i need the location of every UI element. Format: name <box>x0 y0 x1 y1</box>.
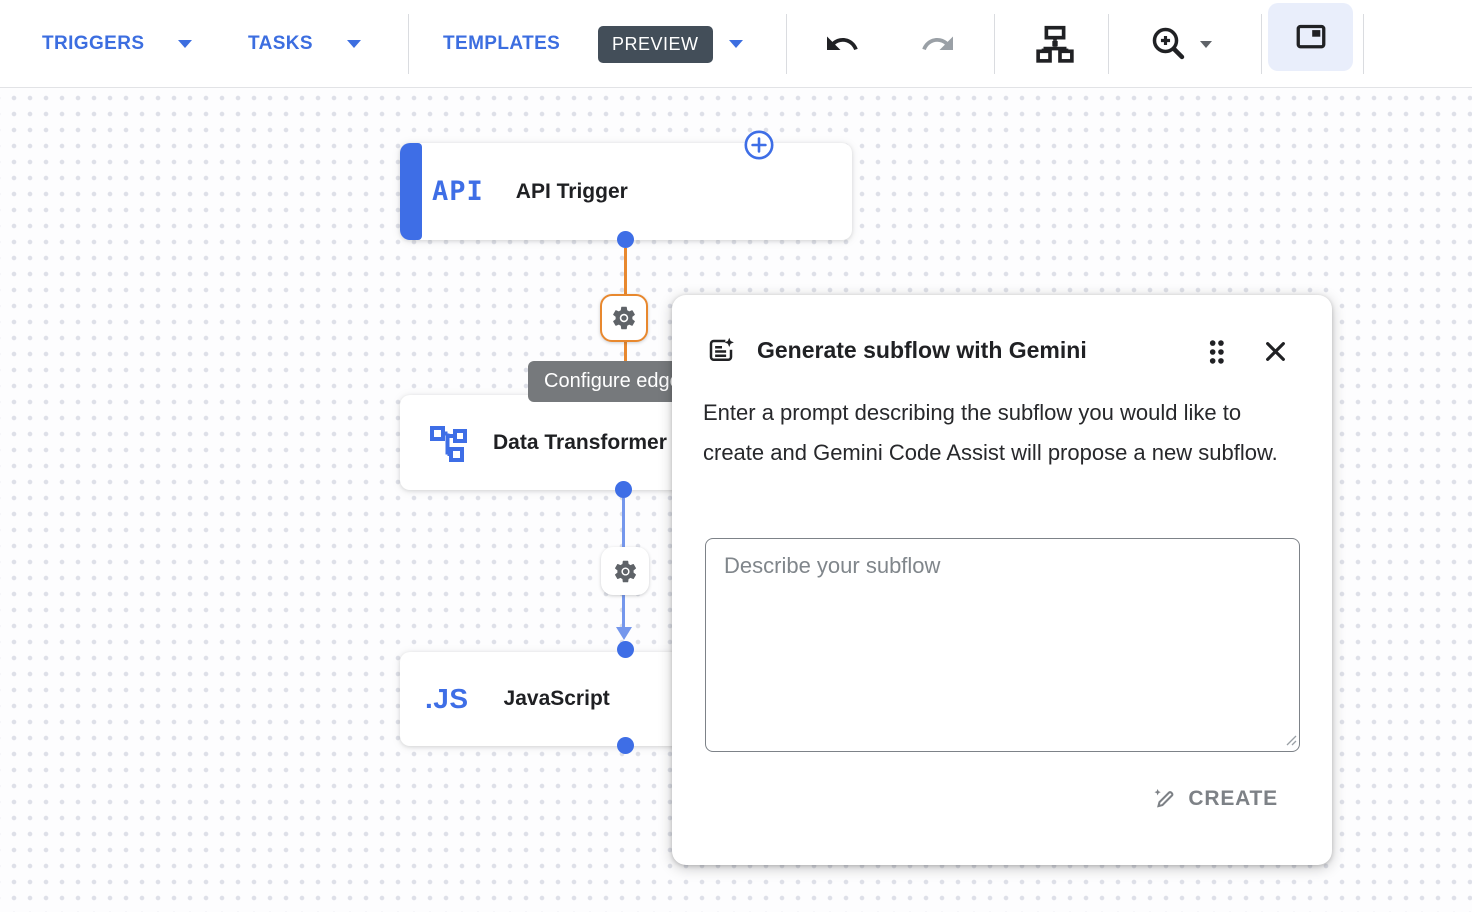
data-transformer-icon <box>430 425 467 462</box>
sitemap-icon <box>1036 25 1074 63</box>
drag-handle[interactable] <box>1205 338 1228 366</box>
node-api-trigger[interactable]: API API Trigger <box>400 143 852 240</box>
triggers-caret[interactable] <box>178 0 192 88</box>
triggers-label: TRIGGERS <box>42 33 145 54</box>
templates-caret[interactable] <box>729 0 743 88</box>
magic-pen-icon <box>1154 789 1174 808</box>
undo-icon <box>827 36 858 50</box>
panel-toggle-icon <box>1296 24 1325 49</box>
dialog-description: Enter a prompt describing the subflow yo… <box>703 400 1278 465</box>
triggers-button[interactable]: TRIGGERS <box>42 0 144 88</box>
toolbar-divider <box>408 14 409 74</box>
edge-tooltip: Configure edge <box>528 361 697 402</box>
dialog-title: Generate subflow with Gemini <box>757 337 1087 363</box>
workflow-canvas[interactable]: API API Trigger Configure edge Data Tran… <box>0 88 1472 912</box>
subflow-prompt-input[interactable] <box>705 538 1300 752</box>
zoom-button[interactable] <box>1148 0 1190 88</box>
configure-edge-button[interactable] <box>601 547 649 595</box>
gear-icon <box>614 560 636 582</box>
output-port[interactable] <box>617 231 634 248</box>
tasks-caret[interactable] <box>347 0 361 88</box>
templates-label: TEMPLATES <box>443 33 561 54</box>
create-label: CREATE <box>1188 787 1278 810</box>
auto-layout-button[interactable] <box>1032 0 1078 88</box>
toolbar-divider <box>786 14 787 74</box>
preview-badge: PREVIEW <box>598 0 713 88</box>
zoom-caret[interactable] <box>1200 0 1212 88</box>
templates-button[interactable]: TEMPLATES <box>443 0 560 88</box>
node-label: JavaScript <box>503 687 610 710</box>
node-label: Data Transformer <box>493 430 667 454</box>
api-trigger-icon: API <box>432 176 484 207</box>
toolbar-divider <box>1261 14 1262 74</box>
configure-edge-button[interactable] <box>600 294 648 342</box>
input-port[interactable] <box>617 641 634 658</box>
tasks-label: TASKS <box>248 33 313 54</box>
close-icon <box>1266 342 1285 361</box>
add-node-button[interactable] <box>743 129 775 161</box>
output-port[interactable] <box>617 737 634 754</box>
chevron-down-icon <box>178 40 192 48</box>
trigger-accent-bar <box>400 143 422 240</box>
javascript-icon: .JS <box>425 683 469 714</box>
plus-circle-icon <box>744 130 774 160</box>
tasks-button[interactable]: TASKS <box>248 0 313 88</box>
generate-subflow-icon <box>709 337 734 361</box>
undo-button[interactable] <box>824 0 860 88</box>
toolbar-divider <box>1108 14 1109 74</box>
redo-button[interactable] <box>920 0 956 88</box>
chevron-down-icon <box>1200 40 1212 48</box>
redo-icon <box>922 36 953 50</box>
zoom-in-icon <box>1152 27 1185 60</box>
drag-handle-icon <box>1209 340 1224 364</box>
node-label: API Trigger <box>515 179 628 203</box>
toolbar: TRIGGERS TASKS TEMPLATES PREVIEW <box>0 0 1472 88</box>
create-button[interactable]: CREATE <box>1152 786 1278 812</box>
toolbar-divider <box>994 14 995 74</box>
edge-arrowhead <box>616 627 632 640</box>
toolbar-divider <box>1363 14 1364 74</box>
minimap-toggle-button[interactable] <box>1268 3 1353 71</box>
gear-icon <box>613 306 635 330</box>
chevron-down-icon <box>729 40 743 48</box>
output-port[interactable] <box>615 481 632 498</box>
generate-subflow-dialog: Generate subflow with Gemini Enter a pro… <box>672 295 1332 865</box>
close-button[interactable] <box>1261 337 1290 366</box>
chevron-down-icon <box>347 40 361 48</box>
